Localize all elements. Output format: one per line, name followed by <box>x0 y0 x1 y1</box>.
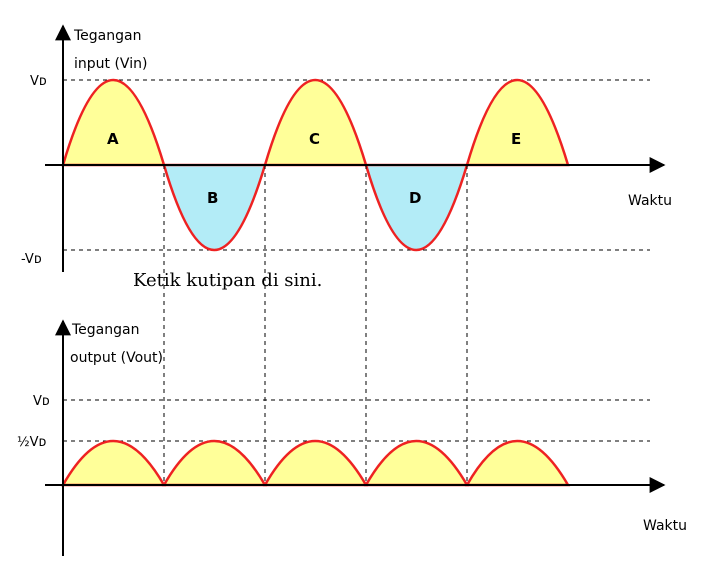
output-hump-3 <box>262 440 369 487</box>
output-hump-1 <box>60 440 167 487</box>
output-hump-4 <box>363 440 470 487</box>
input-y-axis-title-line2: input (Vin) <box>74 56 147 72</box>
segment-label-d: D <box>409 189 421 207</box>
segment-label-a: A <box>107 130 119 148</box>
segment-label-b: B <box>207 189 218 207</box>
output-y-axis-title-line2: output (Vout) <box>70 350 163 366</box>
segment-label-c: C <box>309 130 320 148</box>
input-half-wave-e <box>465 79 570 167</box>
input-half-wave-c <box>263 79 368 167</box>
zero-crossing-guides <box>163 165 468 485</box>
output-y-axis-title-line1: Tegangan <box>71 322 139 338</box>
input-plot: Tegangan input (Vin) Waktu Vᴅ -Vᴅ A B C … <box>21 24 672 272</box>
output-plot: Tegangan output (Vout) Waktu Vᴅ ½Vᴅ <box>17 319 687 556</box>
output-level-top-label: Vᴅ <box>33 394 50 409</box>
input-x-axis-title: Waktu <box>628 193 672 209</box>
segment-label-e: E <box>511 130 521 148</box>
caption-placeholder[interactable]: Ketik kutipan di sini. <box>133 270 323 291</box>
output-hump-5 <box>464 440 571 487</box>
input-level-bottom-label: -Vᴅ <box>21 252 42 267</box>
output-level-half-label: ½Vᴅ <box>17 435 46 450</box>
output-hump-2 <box>161 440 268 487</box>
input-half-wave-a <box>61 79 166 167</box>
input-half-wave-d <box>364 163 469 251</box>
input-level-top-label: Vᴅ <box>30 74 47 89</box>
output-x-axis-title: Waktu <box>643 518 687 534</box>
input-y-axis-title-line1: Tegangan <box>73 28 141 44</box>
input-half-wave-b <box>162 163 267 251</box>
